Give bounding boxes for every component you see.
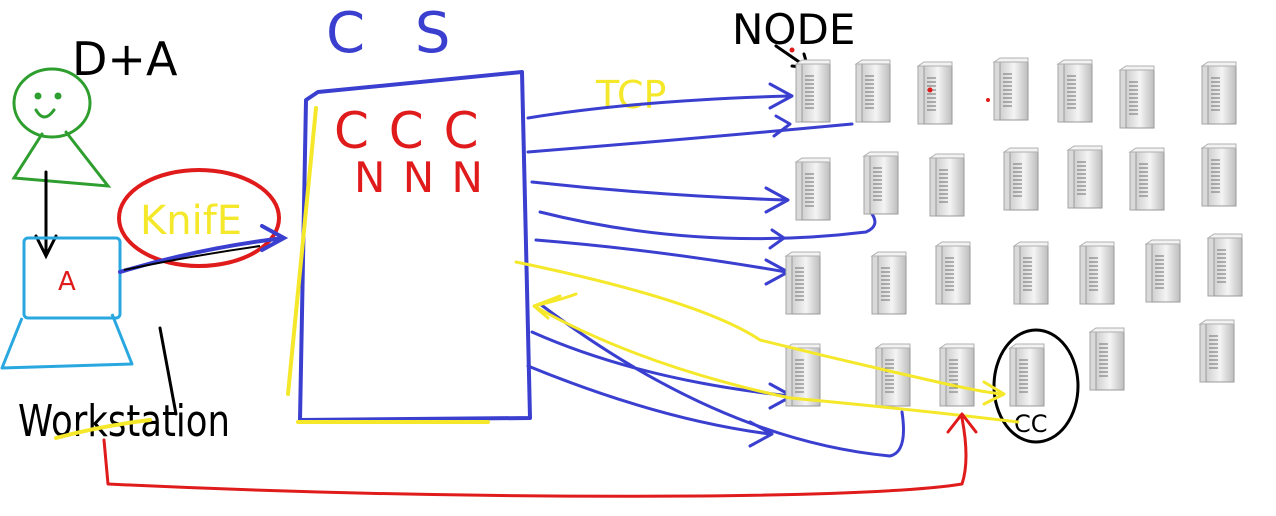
user-to-workstation-arrow xyxy=(34,170,58,260)
node-label: NODE xyxy=(732,5,855,54)
server-tower-icon xyxy=(993,57,1029,121)
server-box xyxy=(298,70,532,422)
server-tower-icon xyxy=(1089,327,1125,391)
server-tower-icon xyxy=(1207,233,1243,297)
server-tower-icon xyxy=(785,251,821,315)
protocol-label: TCP xyxy=(595,73,666,117)
server-tower-icon xyxy=(1057,59,1093,123)
server-tower-icon xyxy=(1201,61,1237,125)
server-tower-icon xyxy=(871,251,907,315)
knife-circle xyxy=(117,168,281,268)
laptop-black-stroke xyxy=(158,326,178,416)
server-tower-icon xyxy=(917,61,953,125)
server-tower-icon xyxy=(1119,65,1155,129)
yellow-return-path xyxy=(514,260,1020,424)
workstation: A Workstation xyxy=(0,236,230,447)
server-tower-icon xyxy=(1129,147,1165,211)
user-figure: D+A xyxy=(11,32,178,260)
node-circle xyxy=(992,328,1080,444)
highlighted-node: CC xyxy=(992,328,1080,444)
server-title: C S xyxy=(326,1,466,66)
server-box-yellow-edge xyxy=(286,106,490,424)
tcp-arrows xyxy=(526,82,905,458)
server-tower-icon xyxy=(1067,145,1103,209)
server-tower-icon xyxy=(1145,239,1181,303)
server-tower-icon xyxy=(855,59,891,123)
knife-tool: KnifE xyxy=(117,168,289,274)
workstation-label: Workstation xyxy=(18,396,230,447)
knife-label: KnifE xyxy=(140,198,242,244)
red-return-path xyxy=(102,412,978,498)
server-tower-icon xyxy=(929,153,965,217)
workstation-underline xyxy=(54,418,152,440)
server-tower-icon xyxy=(1013,241,1049,305)
laptop-icon xyxy=(0,236,134,370)
server-tower-icon xyxy=(795,157,831,221)
server-tower-icon xyxy=(1009,343,1045,407)
server-line-nnn: N N N xyxy=(354,153,485,202)
server-tower-icon xyxy=(1003,147,1039,211)
laptop-mark: A xyxy=(58,267,76,297)
server-tower-icon xyxy=(1201,143,1237,207)
stick-figure-icon xyxy=(11,67,112,188)
server-tower-icon xyxy=(1199,319,1235,383)
server-tower-icon xyxy=(935,241,971,305)
chef-server: C S C C C N N N xyxy=(286,1,532,424)
server-line-ccc: C C C xyxy=(334,102,481,160)
user-label: D+A xyxy=(72,32,178,86)
server-tower-icon xyxy=(863,151,899,215)
server-tower-icon xyxy=(1079,241,1115,305)
node-tag: CC xyxy=(1014,410,1048,438)
server-tower-icon xyxy=(795,59,831,123)
server-tower-icon xyxy=(939,343,975,407)
